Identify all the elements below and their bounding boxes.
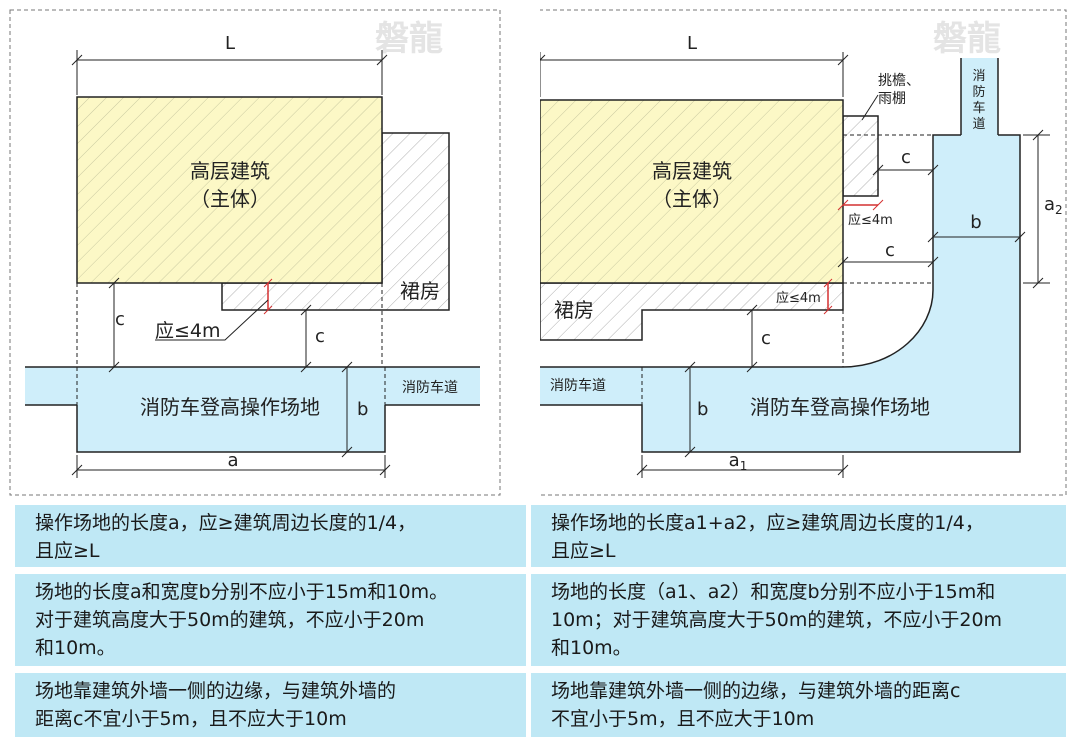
watermark: 磐龍 bbox=[933, 19, 1001, 59]
right-diagram: 磐龍 消 防 车 道 L 挑檐、 雨棚 高层建筑 （主 bbox=[540, 9, 1067, 496]
road-label: 消防车道 bbox=[550, 377, 606, 394]
rule-line: 对于建筑高度大于50m的建筑，不应小于20m bbox=[35, 609, 425, 631]
rule-line: 操作场地的长度a1+a2，应≥建筑周边长度的1/4， bbox=[551, 512, 984, 534]
dim-L: L bbox=[687, 33, 697, 54]
rule-line: 场地的长度（a1、a2）和宽度b分别不应小于15m和 bbox=[551, 581, 996, 603]
rule-line: 和10m。 bbox=[551, 637, 632, 659]
canopy bbox=[842, 115, 879, 197]
dim-a2: a2 bbox=[1044, 194, 1063, 217]
watermark: 磐龍 bbox=[375, 19, 443, 59]
main-building-label: 高层建筑 bbox=[652, 159, 732, 183]
dim-L: L bbox=[225, 33, 235, 54]
rule-line: 操作场地的长度a，应≥建筑周边长度的1/4， bbox=[35, 512, 417, 534]
panel-border bbox=[9, 9, 501, 496]
dim-c-top: c bbox=[901, 147, 911, 168]
panel-border bbox=[540, 9, 1067, 496]
operation-site bbox=[540, 135, 1020, 452]
vertical-fire-road bbox=[961, 58, 998, 135]
main-building bbox=[76, 96, 383, 284]
right-panel: 磐龍 消 防 车 道 L 挑檐、 雨棚 高层建筑 （主 bbox=[531, 0, 1080, 750]
dim-c-middle: c bbox=[885, 240, 895, 261]
canopy-label: 挑檐、 bbox=[878, 73, 920, 89]
dim-c-left: c bbox=[115, 309, 125, 330]
rule-line: 场地靠建筑外墙一侧的边缘，与建筑外墙的 bbox=[35, 680, 397, 702]
rule-box-1: 操作场地的长度a1+a2，应≥建筑周边长度的1/4， 且应≥L bbox=[531, 505, 1066, 567]
limit-label-canopy: 应≤4m bbox=[848, 212, 893, 228]
dim-a1-subscript: 1 bbox=[740, 459, 748, 473]
left-panel: 磐龍 L 高层建筑 （主体） 裙房 c c bbox=[9, 9, 526, 737]
rule-line: 且应≥L bbox=[551, 540, 616, 562]
left-diagram: 磐龍 L 高层建筑 （主体） 裙房 c c bbox=[9, 9, 501, 496]
rule-box-3: 场地靠建筑外墙一侧的边缘，与建筑外墙的距离c 不宜小于5m，且不应大于10m bbox=[531, 673, 1066, 737]
dim-a: a bbox=[227, 450, 238, 471]
rule-box-2: 场地的长度（a1、a2）和宽度b分别不应小于15m和 10m；对于建筑高度大于5… bbox=[531, 574, 1066, 666]
main-building-sublabel: （主体） bbox=[652, 187, 732, 211]
limit-label-podium: 应≤4m bbox=[776, 290, 821, 306]
site-label: 消防车登高操作场地 bbox=[750, 395, 930, 419]
rule-line: 10m；对于建筑高度大于50m的建筑，不应小于20m bbox=[551, 609, 1003, 631]
rule-box-1: 操作场地的长度a，应≥建筑周边长度的1/4， 且应≥L bbox=[15, 505, 526, 567]
road-vertical-char: 道 bbox=[972, 117, 985, 132]
dim-a1: a1 bbox=[729, 450, 748, 473]
rule-box-2: 场地的长度a和宽度b分别不应小于15m和10m。 对于建筑高度大于50m的建筑，… bbox=[15, 574, 526, 666]
road-vertical-char: 防 bbox=[972, 84, 985, 100]
limit-label: 应≤4m bbox=[155, 320, 221, 342]
main-building bbox=[540, 99, 844, 284]
rule-line: 不宜小于5m，且不应大于10m bbox=[551, 708, 815, 730]
dim-c-bottom: c bbox=[761, 328, 771, 349]
canopy-sublabel: 雨棚 bbox=[878, 91, 906, 107]
dim-b-bottom: b bbox=[697, 399, 708, 420]
rule-line: 场地靠建筑外墙一侧的边缘，与建筑外墙的距离c bbox=[551, 680, 961, 702]
road-label: 消防车道 bbox=[402, 379, 458, 396]
operation-site bbox=[25, 367, 480, 452]
main-building-label: 高层建筑 bbox=[190, 159, 270, 183]
rule-line: 和10m。 bbox=[35, 637, 116, 659]
road-vertical-char: 消 bbox=[972, 69, 985, 84]
main-building-sublabel: （主体） bbox=[190, 187, 270, 211]
rule-line: 场地的长度a和宽度b分别不应小于15m和10m。 bbox=[35, 581, 449, 603]
rule-line: 距离c不宜小于5m，且不应大于10m bbox=[35, 708, 347, 730]
rule-box-3: 场地靠建筑外墙一侧的边缘，与建筑外墙的 距离c不宜小于5m，且不应大于10m bbox=[15, 673, 526, 737]
dim-c-right: c bbox=[315, 326, 325, 347]
dim-b-top: b bbox=[970, 212, 981, 233]
dim-a2-subscript: 2 bbox=[1055, 203, 1063, 217]
dim-b: b bbox=[357, 399, 368, 420]
site-label: 消防车登高操作场地 bbox=[140, 395, 320, 419]
rule-line: 且应≥L bbox=[35, 540, 100, 562]
podium-label: 裙房 bbox=[554, 298, 594, 322]
podium-label: 裙房 bbox=[400, 279, 440, 303]
road-vertical-char: 车 bbox=[972, 100, 985, 116]
